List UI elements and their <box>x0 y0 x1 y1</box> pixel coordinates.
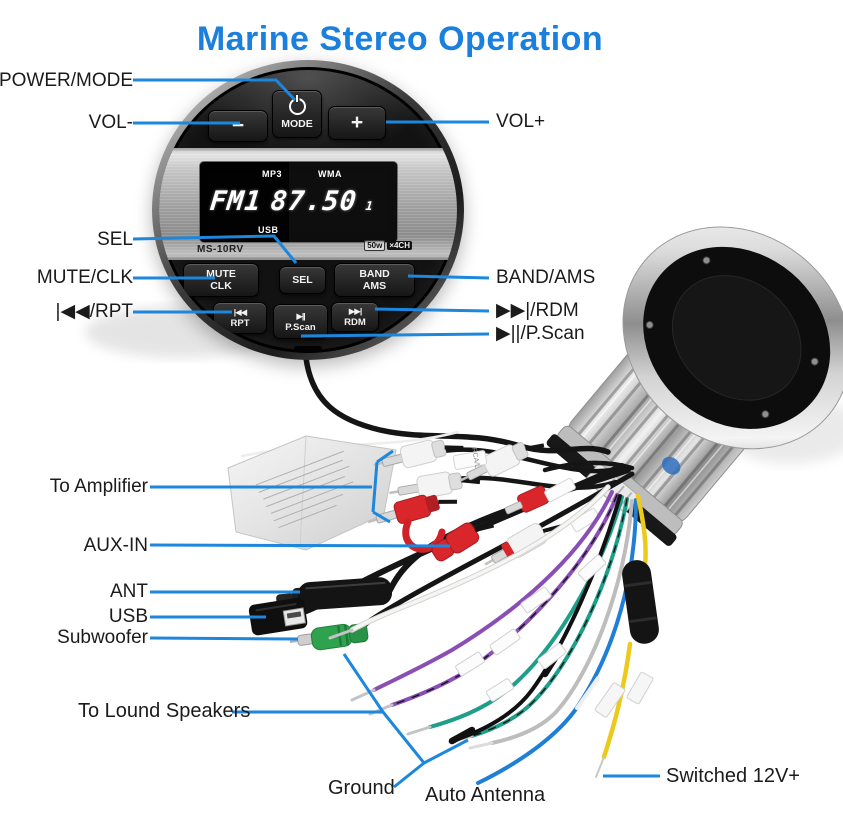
rca-plug-aux <box>484 523 562 566</box>
mute-label: MUTE <box>206 268 236 280</box>
cable-flag <box>544 477 576 503</box>
rpt-label: RPT <box>230 318 250 329</box>
callout-ground: Ground <box>328 777 395 799</box>
fuse-holder <box>622 560 659 644</box>
callout-usb: USB <box>108 606 148 627</box>
channels-label: ×4CH <box>387 241 412 250</box>
mute-clk-button: MUTE CLK <box>183 263 259 297</box>
volume-up-label: + <box>350 111 364 134</box>
sel-button: SEL <box>279 266 326 294</box>
ground-wire <box>450 494 622 743</box>
brushed-panel: MP3 WMA FM1 87.50 1 USB MS-10RV 50w ×4CH <box>159 148 457 260</box>
volume-down-label: − <box>231 114 245 137</box>
lcd-display: MP3 WMA FM1 87.50 1 USB <box>200 162 398 242</box>
wma-indicator: WMA <box>318 169 342 179</box>
callout-rdm: ▶▶|/RDM <box>496 300 579 321</box>
model-number: MS-10RV <box>197 244 244 255</box>
sel-label: SEL <box>292 274 313 286</box>
callout-pscan: ▶||/P.Scan <box>496 323 585 344</box>
callout-vol-minus: VOL- <box>88 112 133 133</box>
mode-label: MODE <box>281 118 313 130</box>
callout-vol-plus: VOL+ <box>496 111 546 132</box>
wire-flags <box>455 554 654 718</box>
rca-cluster: RCA/L <box>367 439 600 566</box>
red-rubber-loop <box>402 518 446 553</box>
wattage-label: 50w <box>364 240 386 251</box>
next-track-icon: ▶▶| <box>348 306 362 316</box>
stereo-front-unit: − MODE + MP3 WMA FM1 87.50 1 USB <box>152 60 464 360</box>
power-icon <box>288 98 306 115</box>
cable-flag <box>452 450 488 470</box>
callout-auto-antenna: Auto Antenna <box>425 784 546 806</box>
band-ams-button: BAND AMS <box>334 263 415 297</box>
rca-plug-white <box>389 471 481 499</box>
power-badge: 50w ×4CH <box>364 240 412 251</box>
freq-readout: 87.50 <box>269 186 359 217</box>
volume-down-button: − <box>208 110 268 142</box>
clk-label: CLK <box>210 280 232 292</box>
blue-wire-label-sleeve <box>575 676 600 710</box>
stereo-face: − MODE + MP3 WMA FM1 87.50 1 USB <box>159 67 457 353</box>
cable-flag-text: RCA/L <box>470 447 480 469</box>
pscan-label: P.Scan <box>285 321 316 333</box>
switched-12v-wire <box>635 493 648 569</box>
prev-track-icon: |◀◀ <box>233 307 247 317</box>
bezel-screws <box>645 256 819 419</box>
usb-connector <box>248 597 308 636</box>
play-pause-pscan-button: ▶|| P.Scan <box>273 304 328 339</box>
play-pause-icon: ▶|| <box>296 310 305 321</box>
frequency-readout: FM1 87.50 1 <box>208 186 392 217</box>
next-rdm-button: ▶▶| RDM <box>331 302 379 332</box>
callout-rpt: |◀◀/RPT <box>55 301 133 322</box>
bottom-tab <box>294 346 322 353</box>
usb-indicator: USB <box>258 225 279 235</box>
preset-readout: 1 <box>364 199 374 213</box>
callout-to-lound-speakers: To Lound Speakers <box>78 700 251 722</box>
callout-subwoofer: Subwoofer <box>57 627 148 648</box>
callout-ant: ANT <box>110 581 148 602</box>
band-label: BAND <box>359 268 390 280</box>
mp3-indicator: MP3 <box>262 169 283 179</box>
callout-power-mode: POWER/MODE <box>0 70 133 91</box>
rdm-label: RDM <box>344 317 366 328</box>
callout-mute-clk: MUTE/CLK <box>36 267 133 288</box>
callout-sel: SEL <box>97 229 133 250</box>
gray-wire <box>490 499 634 745</box>
band-readout: FM1 <box>208 186 264 217</box>
callout-to-amplifier: To Amplifier <box>49 476 148 497</box>
rca-plug-white <box>459 442 545 482</box>
ams-label: AMS <box>362 280 387 292</box>
bezel-face <box>671 275 802 401</box>
callout-aux-in: AUX-IN <box>83 535 148 556</box>
prev-rpt-button: |◀◀ RPT <box>213 302 267 334</box>
sticker <box>661 456 681 475</box>
page-title: Marine Stereo Operation <box>196 20 604 58</box>
power-mode-button: MODE <box>272 90 322 138</box>
volume-up-button: + <box>328 106 386 140</box>
callout-switched-12v: Switched 12V+ <box>666 765 800 787</box>
harness-wires <box>328 484 648 785</box>
callout-band-ams: BAND/AMS <box>496 267 596 288</box>
